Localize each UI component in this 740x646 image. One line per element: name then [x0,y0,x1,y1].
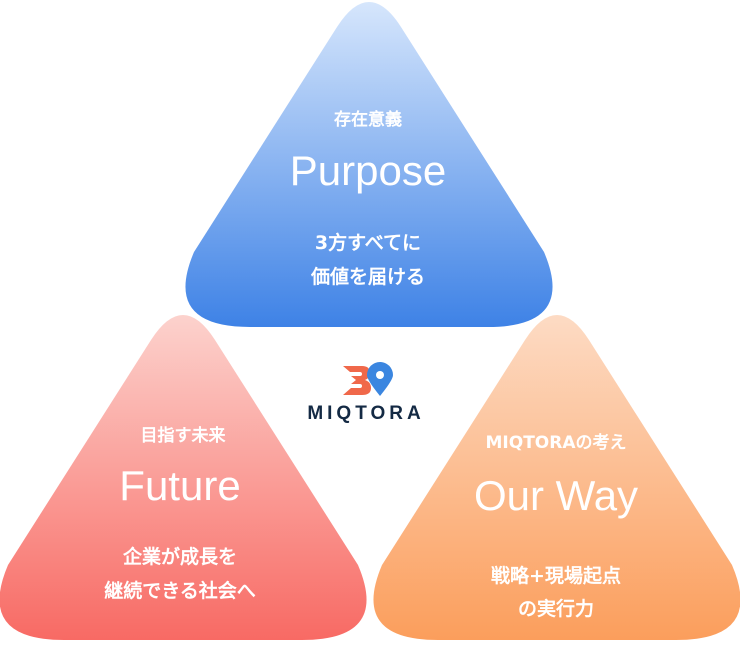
purpose-triangle-shape [185,2,553,327]
future-desc-line1: 企業が成長を [122,545,237,568]
logo-orange-mark [343,366,371,395]
ourway-triangle: MIQTORAの考え Our Way 戦略+現場起点 の実行力 [373,315,740,640]
future-subtitle: 目指す未来 [141,425,227,446]
logo-wordmark: MIQTORA [307,403,424,424]
ourway-subtitle: MIQTORAの考え [486,432,627,453]
purpose-title: Purpose [290,147,446,194]
ourway-desc-line2: の実行力 [518,597,594,620]
miqtora-logo: MIQTORA [307,362,424,424]
logo-pin-dot [376,371,384,379]
miqtora-logo-icon [343,362,393,396]
future-triangle-shape [0,315,367,640]
ourway-triangle-shape [373,315,740,640]
purpose-triangle: 存在意義 Purpose 3方すべてに 価値を届ける [185,2,553,327]
ourway-title: Our Way [474,472,638,519]
future-title: Future [119,462,240,509]
purpose-desc-line2: 価値を届ける [310,266,425,288]
future-desc-line2: 継続できる社会へ [104,579,256,602]
purpose-subtitle: 存在意義 [334,109,402,130]
ourway-desc-line1: 戦略+現場起点 [491,564,621,587]
purpose-desc-line1: 3方すべてに [315,231,421,254]
future-triangle: 目指す未来 Future 企業が成長を 継続できる社会へ [0,315,367,640]
